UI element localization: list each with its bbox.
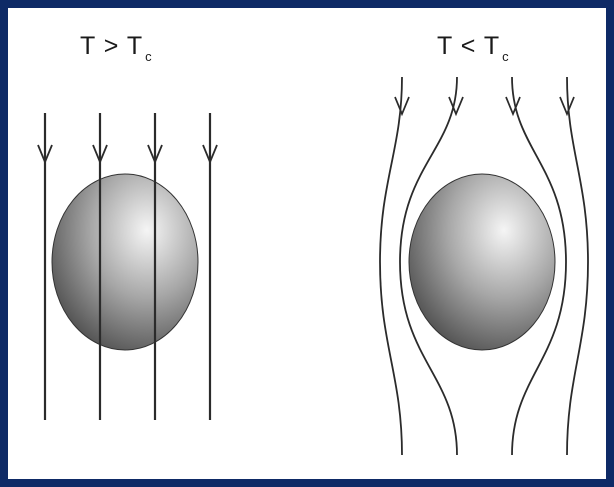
- right-label-relation: <: [461, 32, 477, 60]
- right-label-subscript: c: [502, 49, 510, 64]
- right-arrow-3: [506, 97, 520, 114]
- left-sphere: [52, 174, 198, 350]
- left-label-subscript: c: [145, 49, 153, 64]
- left-panel: [38, 113, 217, 420]
- right-label-symbol: T: [437, 32, 453, 60]
- right-field-line-4: [567, 77, 588, 455]
- right-arrow-2: [449, 97, 463, 114]
- right-panel: [380, 77, 588, 455]
- left-label-symbol: T: [80, 32, 96, 60]
- right-field-line-1: [380, 77, 402, 455]
- right-sphere: [409, 174, 555, 350]
- right-label-critical: T: [484, 32, 500, 60]
- left-label-critical: T: [127, 32, 143, 60]
- left-label-relation: >: [104, 32, 120, 60]
